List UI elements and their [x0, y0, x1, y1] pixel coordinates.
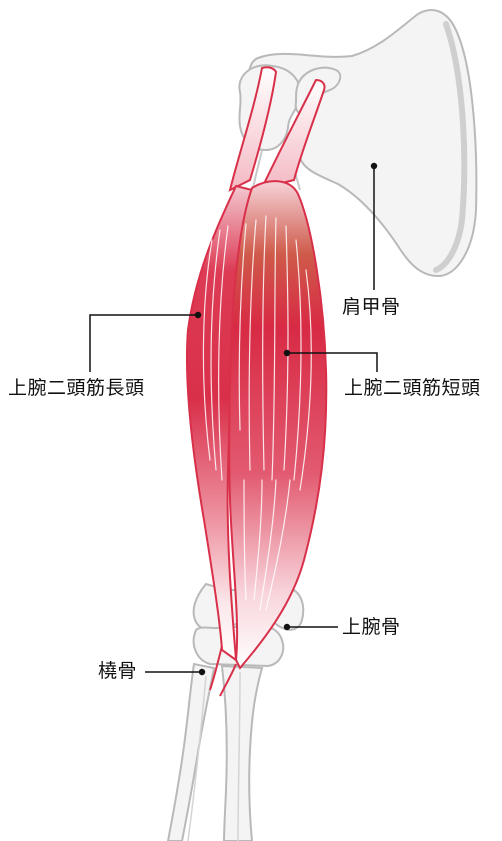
- long-head-label: 上腕二頭筋長頭: [8, 377, 145, 399]
- short-head-label: 上腕二頭筋短頭: [344, 377, 481, 399]
- radius-label: 橈骨: [98, 660, 137, 682]
- leader-long-head: [90, 315, 198, 372]
- ulna-bone: [222, 666, 262, 841]
- humerus-label: 上腕骨: [342, 616, 401, 638]
- scapula-label: 肩甲骨: [342, 296, 401, 318]
